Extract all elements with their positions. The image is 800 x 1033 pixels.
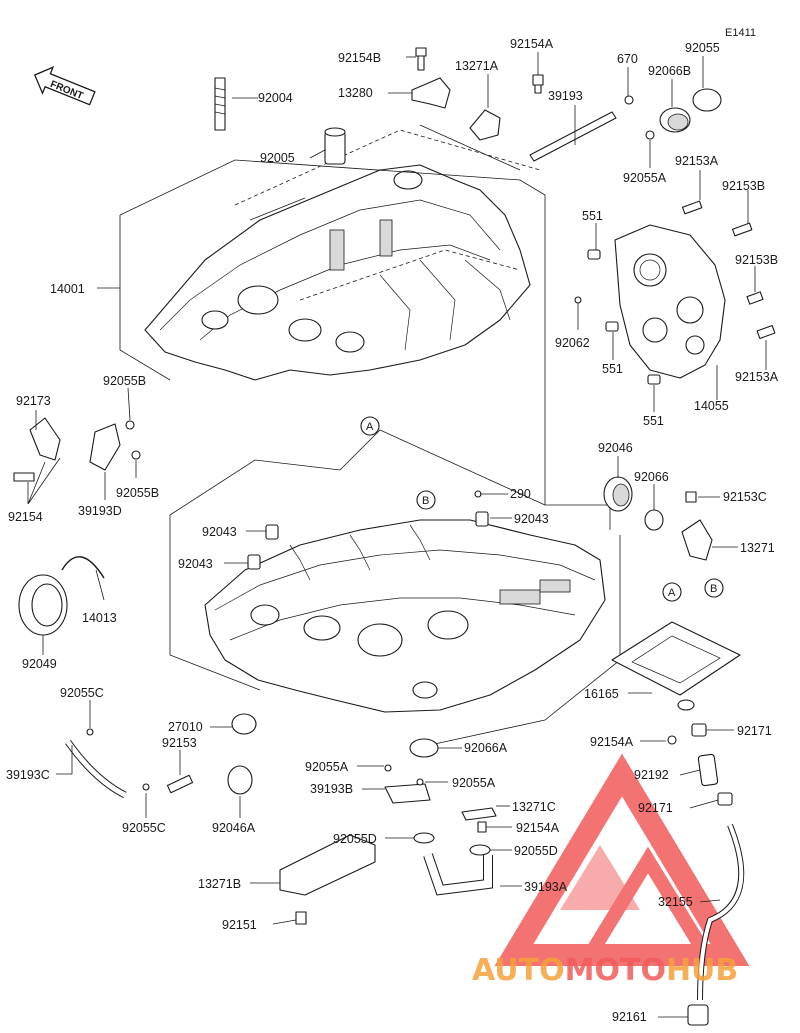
part-label: 39193 — [548, 89, 583, 103]
part-label: 92066A — [464, 741, 508, 755]
part-label: 92055B — [116, 486, 159, 500]
side-cover — [614, 224, 726, 379]
part-label: 13271 — [740, 541, 775, 555]
part-label: 551 — [643, 414, 664, 428]
part-label: 39193D — [78, 504, 122, 518]
marker-a-1: A — [366, 421, 374, 433]
svg-text:AUTOMOTOHUB: AUTOMOTOHUB — [472, 953, 738, 988]
part-label: 92055C — [60, 686, 104, 700]
part-label: 92066B — [648, 64, 691, 78]
part-label: 92055D — [333, 832, 377, 846]
part-label: 13271A — [455, 59, 499, 73]
watermark-text: AUTOMOTOHUB — [472, 953, 738, 988]
leader-lines — [27, 52, 767, 1018]
part-label: 13280 — [338, 86, 373, 100]
part-label: 39193C — [6, 768, 50, 782]
part-label: 14013 — [82, 611, 117, 625]
part-label: 92153B — [722, 179, 765, 193]
part-label: 92055 — [685, 41, 720, 55]
lower-crankcase — [204, 519, 606, 713]
watermark-auto: AUTO — [472, 953, 565, 988]
part-label: 92005 — [260, 151, 295, 165]
part-label: 92055A — [452, 776, 496, 790]
upper-crankcase — [144, 129, 541, 381]
part-label: 92046 — [598, 441, 633, 455]
part-label: 92049 — [22, 657, 57, 671]
part-label: 32155 — [658, 895, 693, 909]
part-label: 92173 — [16, 394, 51, 408]
part-label: 92055A — [623, 171, 667, 185]
part-label: 16165 — [584, 687, 619, 701]
front-arrow-icon: FRONT — [33, 66, 96, 106]
part-label: 92153A — [735, 370, 779, 384]
diagram-code: E1411 — [725, 27, 756, 39]
part-label: 92066 — [634, 470, 669, 484]
watermark-logo — [494, 753, 750, 966]
part-label: 92192 — [634, 768, 669, 782]
part-label: 92043 — [202, 525, 237, 539]
part-label: 92055C — [122, 821, 166, 835]
part-label: 92153A — [675, 154, 719, 168]
part-label: 551 — [602, 362, 623, 376]
part-label: 290 — [510, 487, 531, 501]
part-label: 92043 — [178, 557, 213, 571]
part-label: 92153C — [723, 490, 767, 504]
part-label: 39193A — [524, 880, 568, 894]
part-label: 14001 — [50, 282, 85, 296]
part-labels: 92004 92154B 13280 13271A 92154A 670 920… — [6, 37, 779, 1024]
part-label: 92171 — [638, 801, 673, 815]
part-label: 27010 — [168, 720, 203, 734]
part-label: 92151 — [222, 918, 257, 932]
callout-markers: A B B A — [360, 416, 724, 602]
watermark-hub: HUB — [666, 953, 738, 988]
part-label: 670 — [617, 52, 638, 66]
part-label: 13271C — [512, 800, 556, 814]
part-label: 92046A — [212, 821, 256, 835]
part-label: 92161 — [612, 1010, 647, 1024]
part-label: 92153B — [735, 253, 778, 267]
part-label: 92154A — [516, 821, 560, 835]
part-label: 92055D — [514, 844, 558, 858]
part-label: 13271B — [198, 877, 241, 891]
part-label: 92154 — [8, 510, 43, 524]
part-label: 92004 — [258, 91, 293, 105]
part-label: 92154B — [338, 51, 381, 65]
small-parts — [13, 47, 776, 1026]
part-label: 92062 — [555, 336, 590, 350]
part-label: 92043 — [514, 512, 549, 526]
part-label: 92055A — [305, 760, 349, 774]
part-label: 92055B — [103, 374, 146, 388]
part-label: 551 — [582, 209, 603, 223]
part-label: 14055 — [694, 399, 729, 413]
part-label: 92153 — [162, 736, 197, 750]
marker-b-2: B — [710, 583, 717, 595]
part-label: 39193B — [310, 782, 353, 796]
marker-b-1: B — [422, 495, 429, 507]
part-label: 92171 — [737, 724, 772, 738]
part-label: 92154A — [510, 37, 554, 51]
watermark-moto: MOTO — [565, 953, 666, 988]
marker-a-2: A — [668, 587, 676, 599]
part-label: 92154A — [590, 735, 634, 749]
